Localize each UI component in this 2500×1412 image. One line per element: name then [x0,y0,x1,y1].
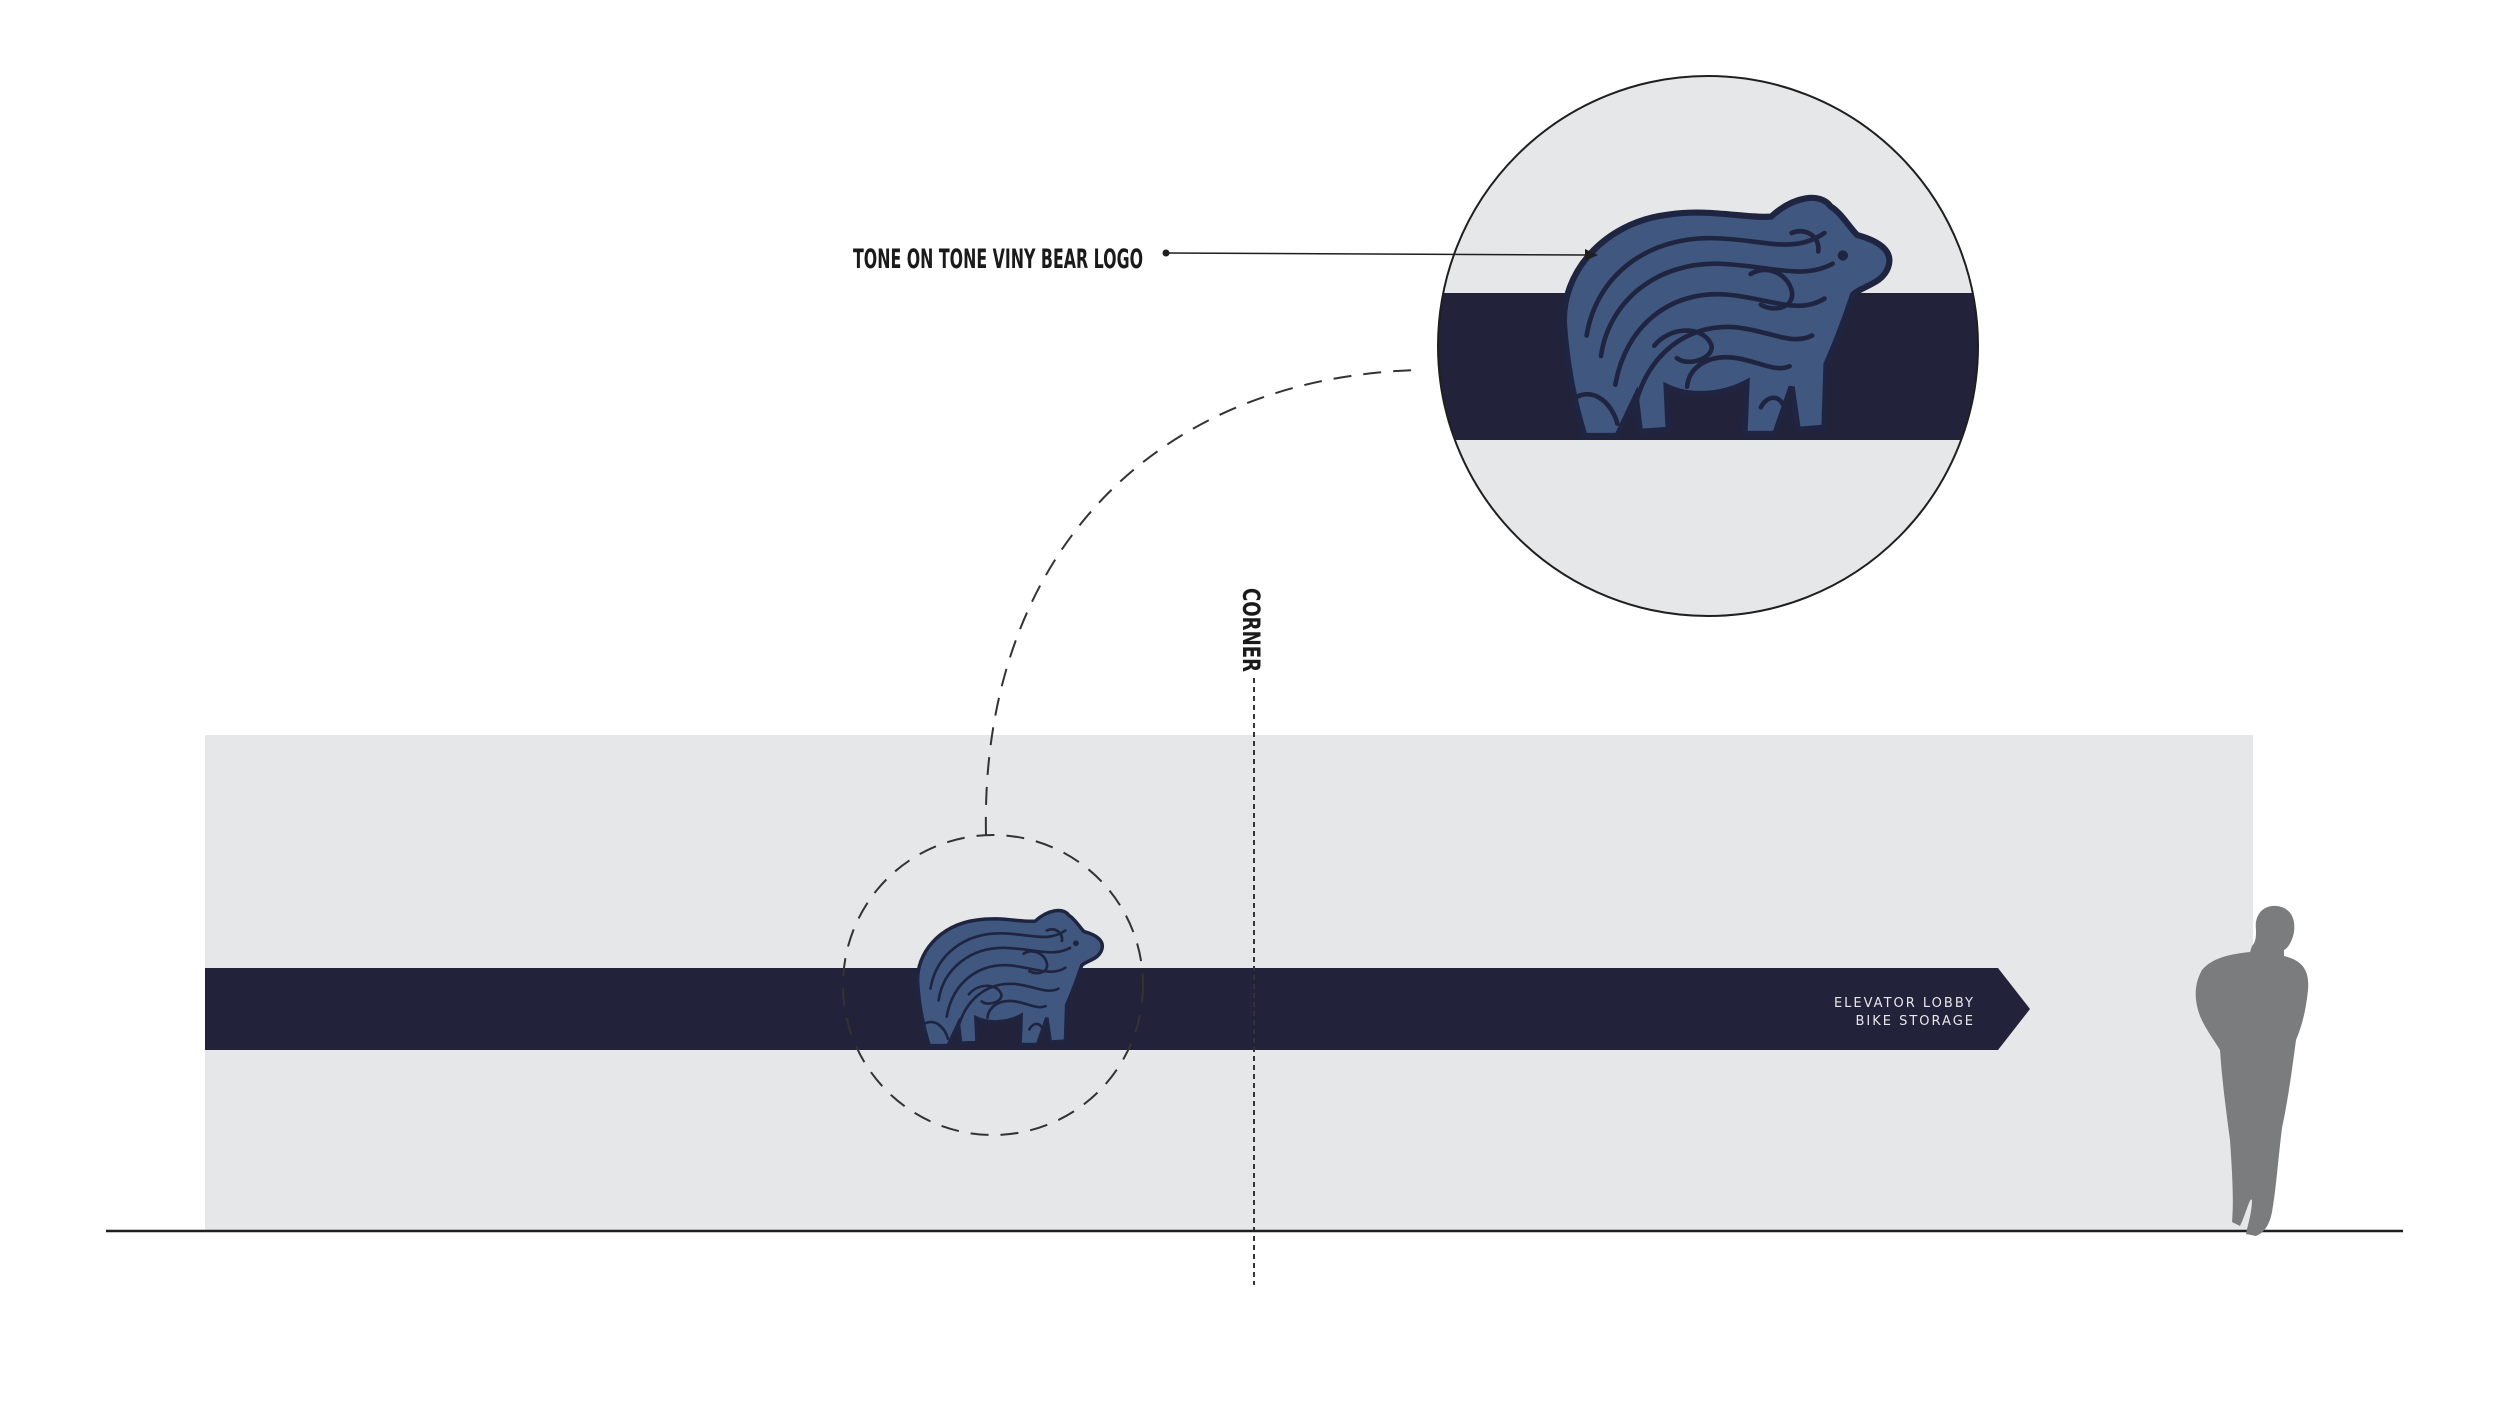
person-silhouette-icon [2195,905,2309,1236]
enlarged-detail-view [1438,76,1978,616]
callout-label: TONE ON TONE VINY BEAR LOGO [853,244,1143,275]
corner-label: CORNER [1237,588,1265,672]
callout-leader-line [1165,252,1586,256]
callout-arrowhead [1585,249,1598,261]
detail-marker-circle [842,834,1144,1136]
detail-circle-outline [1437,75,1979,617]
wayfinding-band-arrow [205,968,2030,1050]
wayfinding-line-2: BIKE STORAGE [1855,1014,1975,1029]
detail-connector-arc [984,369,1419,836]
wayfinding-line-1: ELEVATOR LOBBY [1834,996,1975,1011]
